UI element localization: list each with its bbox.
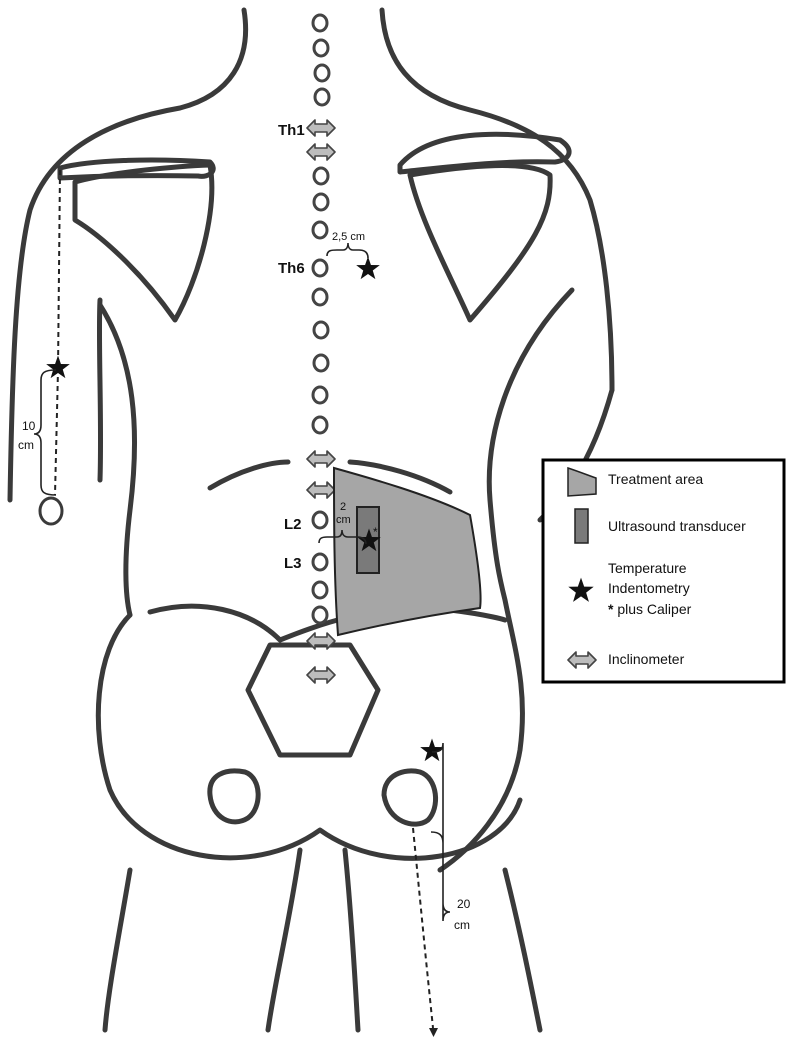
arm-dashed-line [54, 169, 61, 496]
inclinometer-icon [306, 481, 336, 499]
inclinometer-icon [306, 666, 336, 684]
thigh-brace [430, 742, 451, 922]
inner-thigh-mid-right [342, 847, 361, 1033]
vertebra [311, 385, 329, 405]
legend-box [541, 458, 786, 684]
caliper-asterisk-legend: * [608, 601, 614, 617]
inclinometer-icon [306, 119, 336, 137]
vertebra [312, 166, 330, 186]
ultrasound-transducer-swatch [574, 508, 589, 544]
th6-star-icon [356, 256, 380, 280]
vertebra [311, 287, 329, 307]
buttocks-outline [95, 612, 523, 861]
inclinometer-icon [306, 143, 336, 161]
thigh-arrowhead [429, 1028, 438, 1037]
th6-label: Th6 [278, 260, 305, 277]
waist-crease-right [347, 459, 453, 495]
outer-thigh-right [502, 867, 543, 1033]
vertebra [311, 605, 329, 625]
vertebra [311, 510, 329, 530]
l2-brace [318, 529, 367, 545]
scapula-left [72, 162, 215, 323]
thigh-distance-unit: cm [454, 918, 470, 932]
arm-landmark-circle [38, 496, 64, 526]
l3-label: L3 [284, 555, 302, 572]
arm-distance-value: 10 [22, 419, 36, 433]
sacrum-upper [147, 603, 508, 643]
vertebra [311, 415, 329, 435]
gluteal-landmark-left [207, 768, 261, 825]
vertebra [311, 13, 329, 33]
neck-left [7, 7, 249, 503]
vertebra [312, 320, 330, 340]
arm-distance-unit: cm [18, 438, 34, 452]
legend-indentometry: Indentometry [608, 580, 690, 596]
legend-treatment-area: Treatment area [608, 471, 703, 487]
waist-crease-left [207, 459, 291, 491]
legend-plus-caliper: * plus Caliper [608, 601, 692, 617]
body-outline [7, 7, 615, 1033]
vertebra [311, 258, 329, 278]
arm-star-icon [46, 355, 70, 379]
legend-ultrasound-transducer: Ultrasound transducer [608, 518, 746, 534]
legend: Treatment area Ultrasound transducer Tem… [541, 458, 786, 684]
l2-label: L2 [284, 516, 302, 533]
torso-left [97, 302, 138, 618]
vertebra [312, 192, 330, 212]
th6-distance-label: 2,5 cm [332, 231, 365, 243]
torso-right [437, 287, 575, 873]
treatment-area-swatch [567, 466, 597, 497]
shoulder-blades [57, 131, 572, 323]
treatment-area [332, 466, 482, 637]
l2-distance-unit: cm [336, 514, 351, 526]
inclinometer-icon [306, 450, 336, 468]
vertebra [312, 353, 330, 373]
spine [311, 13, 331, 625]
inner-thigh-left [102, 867, 133, 1033]
vertebra [311, 220, 329, 240]
sacrum-hexagon [245, 642, 381, 758]
vertebra [313, 63, 331, 83]
legend-inclinometer: Inclinometer [608, 651, 685, 667]
th6-brace [326, 242, 369, 259]
vertebra [311, 580, 329, 600]
legend-temperature: Temperature [608, 560, 687, 576]
caliper-asterisk: * [373, 525, 378, 539]
thigh-distance-value: 20 [457, 897, 471, 911]
caliper-text: plus Caliper [613, 601, 691, 617]
th1-label: Th1 [278, 122, 305, 139]
vertebra [312, 38, 330, 58]
inner-thigh-mid-left [265, 847, 303, 1033]
scapula-right [407, 163, 553, 323]
gluteal-landmark-right [381, 768, 439, 827]
vertebra [313, 87, 331, 107]
l2-distance-value: 2 [340, 501, 346, 513]
neck-right [379, 7, 615, 393]
inner-arm-left [96, 297, 104, 483]
arm-brace [33, 369, 57, 496]
vertebra [311, 552, 329, 572]
